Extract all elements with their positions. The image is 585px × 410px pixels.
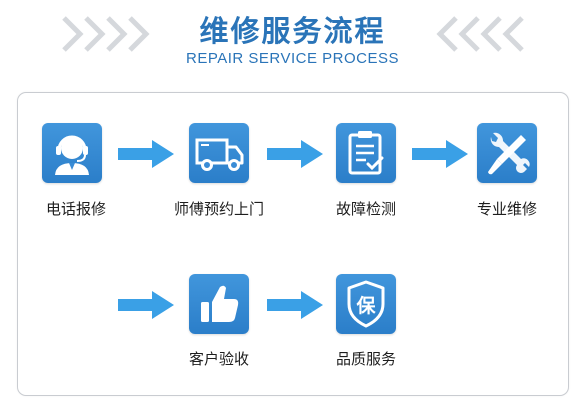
arrow-right-icon: [267, 140, 323, 168]
right-chevrons-decoration: [428, 14, 528, 54]
step-label-professional-repair: 专业维修: [476, 200, 537, 218]
arrow-right-icon: [118, 291, 174, 319]
header: 维修服务流程 REPAIR SERVICE PROCESS: [0, 0, 585, 82]
shield-character: 保: [355, 294, 376, 317]
step-label-customer-acceptance: 客户验收: [188, 350, 249, 368]
clipboard-check-icon: [336, 123, 396, 183]
quality-shield-icon: 保: [336, 274, 396, 334]
left-chevrons-decoration: [58, 14, 158, 54]
thumbs-up-icon: [189, 274, 249, 334]
step-label-phone-repair: 电话报修: [45, 200, 106, 218]
step-label-technician-visit: 师傅预约上门: [173, 200, 264, 218]
wrench-screwdriver-icon: [477, 123, 537, 183]
delivery-truck-icon: [189, 123, 249, 183]
arrow-right-icon: [412, 140, 468, 168]
step-label-quality-service: 品质服务: [335, 350, 396, 368]
page-title: 维修服务流程: [199, 14, 386, 48]
arrow-right-icon: [118, 140, 174, 168]
headset-agent-icon: [42, 123, 102, 183]
step-label-fault-detection: 故障检测: [335, 200, 396, 218]
page-subtitle: REPAIR SERVICE PROCESS: [185, 50, 399, 67]
arrow-right-icon: [267, 291, 323, 319]
